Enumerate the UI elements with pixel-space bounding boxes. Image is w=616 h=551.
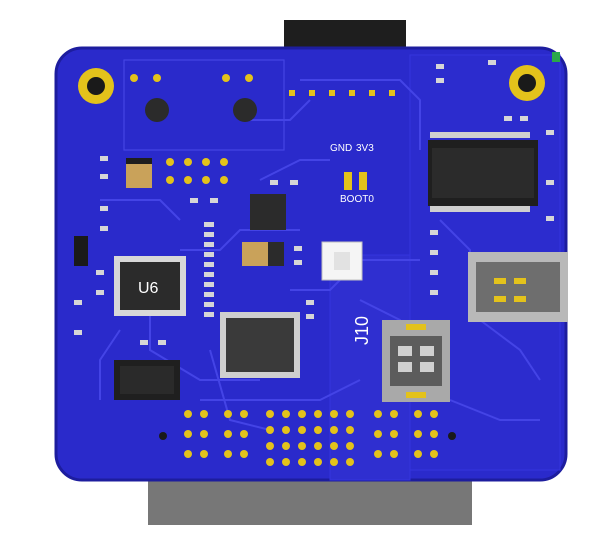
capacitor-icon [126, 158, 152, 188]
smd-pads [74, 60, 554, 345]
pin-header-icon [430, 132, 530, 212]
ic-chip-icon [250, 194, 286, 230]
boot0-jumper-pad [344, 172, 352, 190]
3v3-label: 3V3 [356, 143, 374, 154]
u6-label: U6 [138, 280, 159, 297]
keepout-area [123, 59, 285, 151]
copper-pour-zone [329, 254, 411, 481]
ic-chip-icon [74, 236, 88, 266]
mounting-hole-icon [509, 65, 545, 101]
usb-mount-hole [145, 98, 169, 122]
fiducial-icon [448, 432, 456, 440]
ic-chip-icon [114, 360, 180, 400]
usb-mount-hole [233, 98, 257, 122]
ic-chip-icon [114, 256, 186, 316]
j10-label: J10 [352, 316, 372, 345]
fiducial-icon [159, 432, 167, 440]
connector-icon [468, 252, 568, 322]
gnd-label: GND [330, 143, 352, 154]
pin-header-icon [289, 90, 395, 96]
ic-chip-icon [428, 140, 538, 206]
connector-icon [382, 320, 450, 402]
corner-marker [552, 52, 560, 62]
mounting-hole-icon [78, 68, 114, 104]
boot0-jumper-pad [359, 172, 367, 190]
pin-header-icon [184, 410, 438, 466]
boot0-label: BOOT0 [340, 194, 374, 205]
capacitor-icon [242, 242, 284, 266]
ic-chip-icon [220, 312, 300, 378]
pin-header-icon [130, 74, 253, 184]
boot-button-top [334, 252, 350, 270]
